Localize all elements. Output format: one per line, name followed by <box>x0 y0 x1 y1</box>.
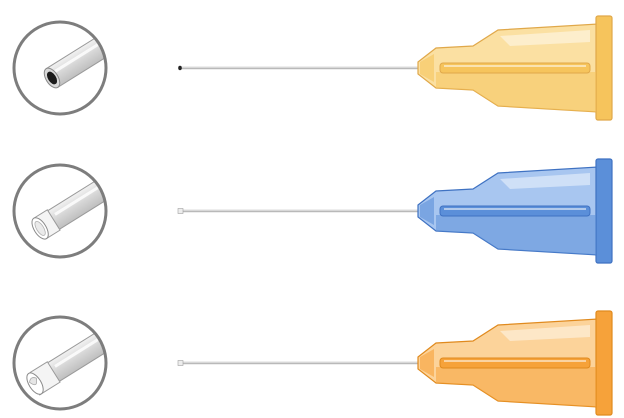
shaft-tip <box>177 208 184 214</box>
hub-nose <box>420 197 434 225</box>
hub-shade <box>436 367 596 407</box>
tube-bore <box>34 220 46 236</box>
needle-hub-1 <box>417 15 613 121</box>
tip-magnifier-1 <box>12 20 108 116</box>
hub-highlight <box>500 325 590 341</box>
hub-flange <box>595 158 613 264</box>
tube-body <box>43 22 106 89</box>
hub-rib <box>439 62 591 74</box>
hub-shade <box>436 72 596 112</box>
tube-bore <box>29 377 38 386</box>
tube-bore <box>46 71 58 85</box>
needle-2 <box>12 158 613 264</box>
magnified-tube-2 <box>31 165 106 240</box>
needle-hub-2 <box>417 158 613 264</box>
hub-flange <box>595 310 613 416</box>
magnifier-ring <box>12 315 108 411</box>
hub-nose <box>420 349 434 377</box>
magnified-tube-1 <box>43 22 106 89</box>
shaft-tip <box>177 360 184 366</box>
hub-nose <box>420 54 434 82</box>
hub-highlight <box>500 30 590 46</box>
tube-highlight <box>54 320 106 368</box>
hub-rib <box>439 357 591 369</box>
hub-highlight <box>500 173 590 189</box>
magnifier-ring <box>12 163 108 259</box>
hub-flange <box>595 15 613 121</box>
needle-3 <box>12 310 613 416</box>
magnified-tube-3 <box>26 317 106 396</box>
needle-hub-3 <box>417 310 613 416</box>
needle-1 <box>12 15 613 121</box>
tube-body <box>31 165 106 240</box>
tip-magnifier-3 <box>12 315 108 411</box>
tube-highlight <box>54 25 106 73</box>
tube-body <box>26 317 106 396</box>
shaft-tip <box>178 65 182 71</box>
tube-highlight <box>54 168 106 216</box>
hub-shade <box>436 215 596 255</box>
hub-rib <box>439 205 591 217</box>
magnifier-ring <box>12 20 108 116</box>
tip-magnifier-2 <box>12 163 108 259</box>
